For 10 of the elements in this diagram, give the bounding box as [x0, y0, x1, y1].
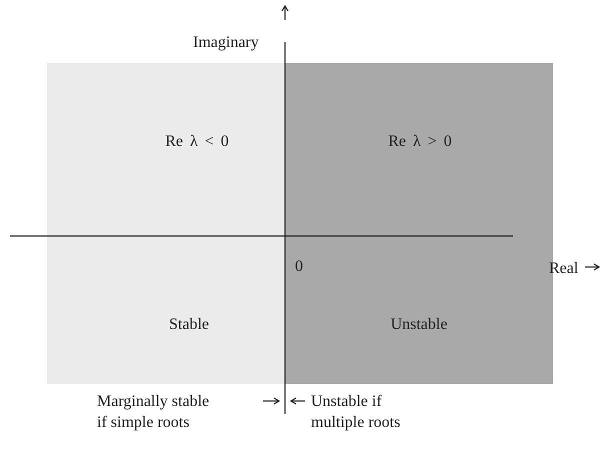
- origin-label: 0: [295, 257, 303, 277]
- half-plane-region: [47, 63, 285, 384]
- axis-label: Real: [549, 259, 578, 279]
- annotation-text: Marginally stable if simple roots: [97, 392, 210, 433]
- sign-condition-text: Re λ < 0: [165, 133, 229, 151]
- axis-label: Imaginary: [193, 33, 259, 53]
- annotation-text: Unstable if multiple roots: [311, 392, 402, 433]
- stability-text: Unstable: [390, 316, 448, 334]
- sign-condition-text: Re λ > 0: [388, 133, 452, 151]
- stability-text: Stable: [169, 316, 209, 334]
